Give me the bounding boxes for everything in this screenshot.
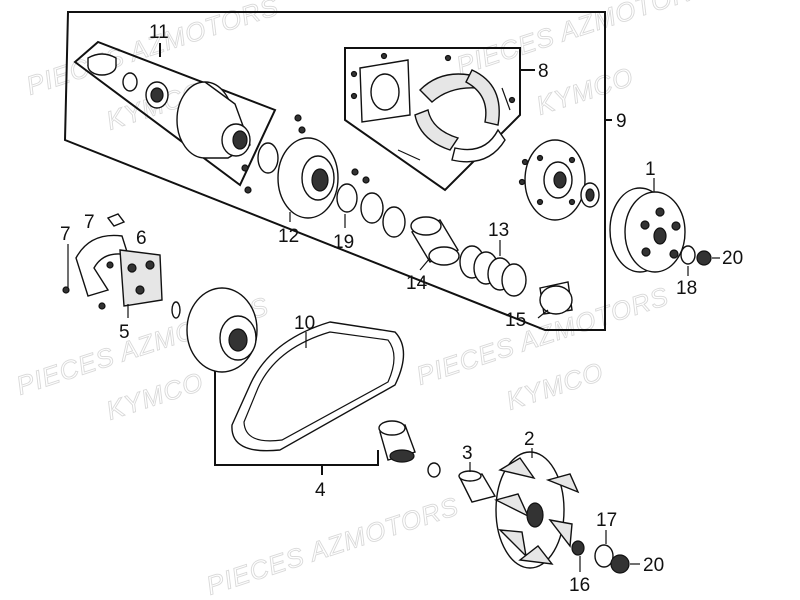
part-2-cooling-fan (494, 451, 580, 569)
part-10-drive-belt (231, 321, 405, 452)
part-16-washer (571, 540, 585, 556)
watermark-mid-2: KYMCO (103, 366, 208, 426)
callout-7-small: 7 (84, 212, 95, 233)
callout-3: 3 (462, 443, 473, 464)
callout-11: 11 (149, 22, 169, 43)
part-3-pin (458, 470, 497, 503)
callout-2: 2 (524, 429, 535, 450)
callout-6: 6 (136, 228, 147, 249)
assembly-4-bracket (214, 370, 379, 466)
callout-20-top: 20 (722, 248, 743, 269)
callout-12: 12 (278, 226, 299, 247)
callout-15-leader (537, 309, 549, 319)
callout-8: 8 (538, 61, 549, 82)
callout-14: 14 (406, 273, 428, 294)
circlip (427, 462, 441, 478)
callout-16: 16 (569, 575, 590, 596)
callout-1: 1 (645, 159, 656, 180)
part-7-bolt-b (98, 302, 106, 310)
part-4-collar (378, 420, 416, 463)
part-14-collar (410, 216, 460, 266)
part-9-clutch-plate (518, 139, 600, 221)
watermark-bottom-1: PIECES AZMOTORS (203, 491, 463, 600)
callout-7: 7 (60, 224, 71, 245)
callout-13: 13 (488, 220, 509, 241)
callout-19: 19 (333, 232, 354, 253)
part-18-washer (680, 245, 696, 265)
callout-14-leader (419, 257, 431, 271)
part-6-ramp-plate (75, 234, 163, 307)
assembly-9-outline (63, 11, 606, 331)
callout-labels: 11 8 9 1 12 19 13 14 15 18 20 7 7 6 5 10… (60, 22, 743, 596)
part-4-driven-pulley (171, 287, 258, 373)
callout-10: 10 (294, 313, 315, 334)
callout-9: 9 (616, 111, 627, 132)
part-17-washer (594, 544, 614, 568)
callout-5: 5 (119, 322, 130, 343)
callout-18: 18 (676, 278, 697, 299)
callout-4: 4 (315, 480, 326, 501)
part-7-bolt-a (62, 286, 70, 294)
callout-15: 15 (505, 310, 526, 331)
watermark-mid-4: KYMCO (503, 356, 608, 416)
part-15-spring-seat (539, 281, 573, 315)
part-20-nut-top (696, 250, 712, 266)
callout-20-bottom: 20 (643, 555, 664, 576)
part-19-o-rings (336, 183, 406, 238)
part-8-clutch-shoe-assembly (350, 52, 516, 163)
part-20-nut-bottom (610, 554, 630, 574)
part-13-spring (459, 245, 527, 297)
part-7-slider (106, 213, 126, 227)
part-11-drive-face (87, 53, 251, 159)
callout-17: 17 (596, 510, 617, 531)
part-12-variator-plate (241, 114, 370, 219)
part-1-clutch-bell (609, 187, 686, 273)
